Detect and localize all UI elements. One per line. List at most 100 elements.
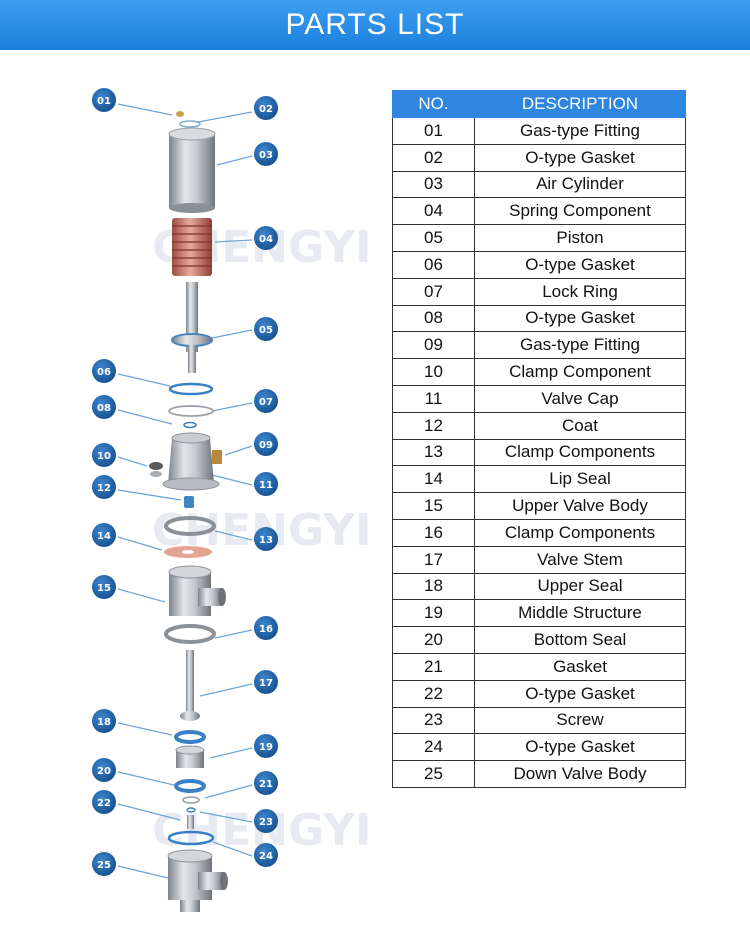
callout-label: 09 (259, 440, 273, 451)
part-number-cell: 19 (392, 599, 475, 628)
part-number-cell: 04 (392, 197, 475, 226)
part-description-cell: Middle Structure (474, 599, 686, 628)
part-number-cell: 17 (392, 545, 475, 574)
callout-label: 03 (259, 150, 273, 161)
part-description-cell: Spring Component (474, 197, 686, 226)
part-description-cell: Lip Seal (474, 465, 686, 494)
table-header-row: NO. DESCRIPTION (392, 90, 686, 118)
part-description-cell: Lock Ring (474, 277, 686, 306)
parts (149, 111, 228, 912)
part-description-cell: O-type Gasket (474, 304, 686, 333)
column-header-description: DESCRIPTION (474, 90, 686, 118)
part-description-cell: Coat (474, 411, 686, 440)
callout-label: 20 (97, 766, 111, 777)
callout-label: 25 (97, 860, 111, 871)
part-number-cell: 16 (392, 518, 475, 547)
part-description-cell: O-type Gasket (474, 679, 686, 708)
part-number-cell: 01 (392, 117, 475, 145)
part-number-cell: 22 (392, 679, 475, 708)
part-number-cell: 20 (392, 626, 475, 654)
part-description-cell: Clamp Components (474, 438, 686, 467)
part-number-cell: 07 (392, 277, 475, 306)
part-description-cell: Upper Seal (474, 572, 686, 601)
callout-label: 04 (259, 234, 273, 245)
callout-label: 10 (97, 451, 111, 462)
part-description-cell: Bottom Seal (474, 626, 686, 654)
part-number-cell: 25 (392, 760, 475, 788)
part-description-cell: Gas-type Fitting (474, 117, 686, 145)
header-banner (0, 0, 750, 50)
callout-label: 07 (259, 397, 273, 408)
callout-label: 05 (259, 325, 273, 336)
callout-label: 12 (97, 483, 111, 494)
part-description-cell: Screw (474, 706, 686, 735)
callout-label: 21 (259, 779, 273, 790)
part-number-cell: 13 (392, 438, 475, 467)
part-number-cell: 08 (392, 304, 475, 333)
part-number-cell: 23 (392, 706, 475, 735)
callouts: 01 02 03 04 05 06 07 08 09 10 11 12 13 1… (92, 88, 278, 876)
exploded-valve-diagram: CHENGYI CHENGYI CHENGYI (92, 88, 371, 912)
callout-label: 17 (259, 678, 273, 689)
callout-label: 19 (259, 742, 273, 753)
part-number-cell: 10 (392, 358, 475, 386)
part-number-cell: 05 (392, 224, 475, 252)
callout-label: 13 (259, 535, 273, 546)
part-number-cell: 21 (392, 652, 475, 681)
callout-label: 08 (97, 403, 111, 414)
part-description-cell: Air Cylinder (474, 170, 686, 199)
part-description-cell: Clamp Component (474, 358, 686, 386)
part-description-cell: Clamp Components (474, 518, 686, 547)
part-number-cell: 15 (392, 492, 475, 520)
callout-label: 24 (259, 851, 273, 862)
part-number-cell: 02 (392, 143, 475, 172)
part-description-cell: Valve Cap (474, 384, 686, 413)
part-description-cell: Gasket (474, 652, 686, 681)
part-number-cell: 06 (392, 250, 475, 279)
part-number-cell: 14 (392, 465, 475, 494)
part-number-cell: 18 (392, 572, 475, 601)
part-description-cell: Gas-type Fitting (474, 331, 686, 360)
part-description-cell: Upper Valve Body (474, 492, 686, 520)
callout-label: 23 (259, 817, 273, 828)
part-number-cell: 11 (392, 384, 475, 413)
callout-label: 14 (97, 531, 111, 542)
callout-label: 16 (259, 624, 273, 635)
callout-label: 22 (97, 798, 111, 809)
part-description-cell: Down Valve Body (474, 760, 686, 788)
callout-label: 18 (97, 717, 111, 728)
callout-label: 11 (259, 480, 273, 491)
part-description-cell: Valve Stem (474, 545, 686, 574)
part-description-cell: Piston (474, 224, 686, 252)
part-description-cell: O-type Gasket (474, 250, 686, 279)
part-number-cell: 24 (392, 733, 475, 762)
callout-label: 06 (97, 367, 111, 378)
column-header-no: NO. (392, 90, 475, 118)
part-number-cell: 09 (392, 331, 475, 360)
